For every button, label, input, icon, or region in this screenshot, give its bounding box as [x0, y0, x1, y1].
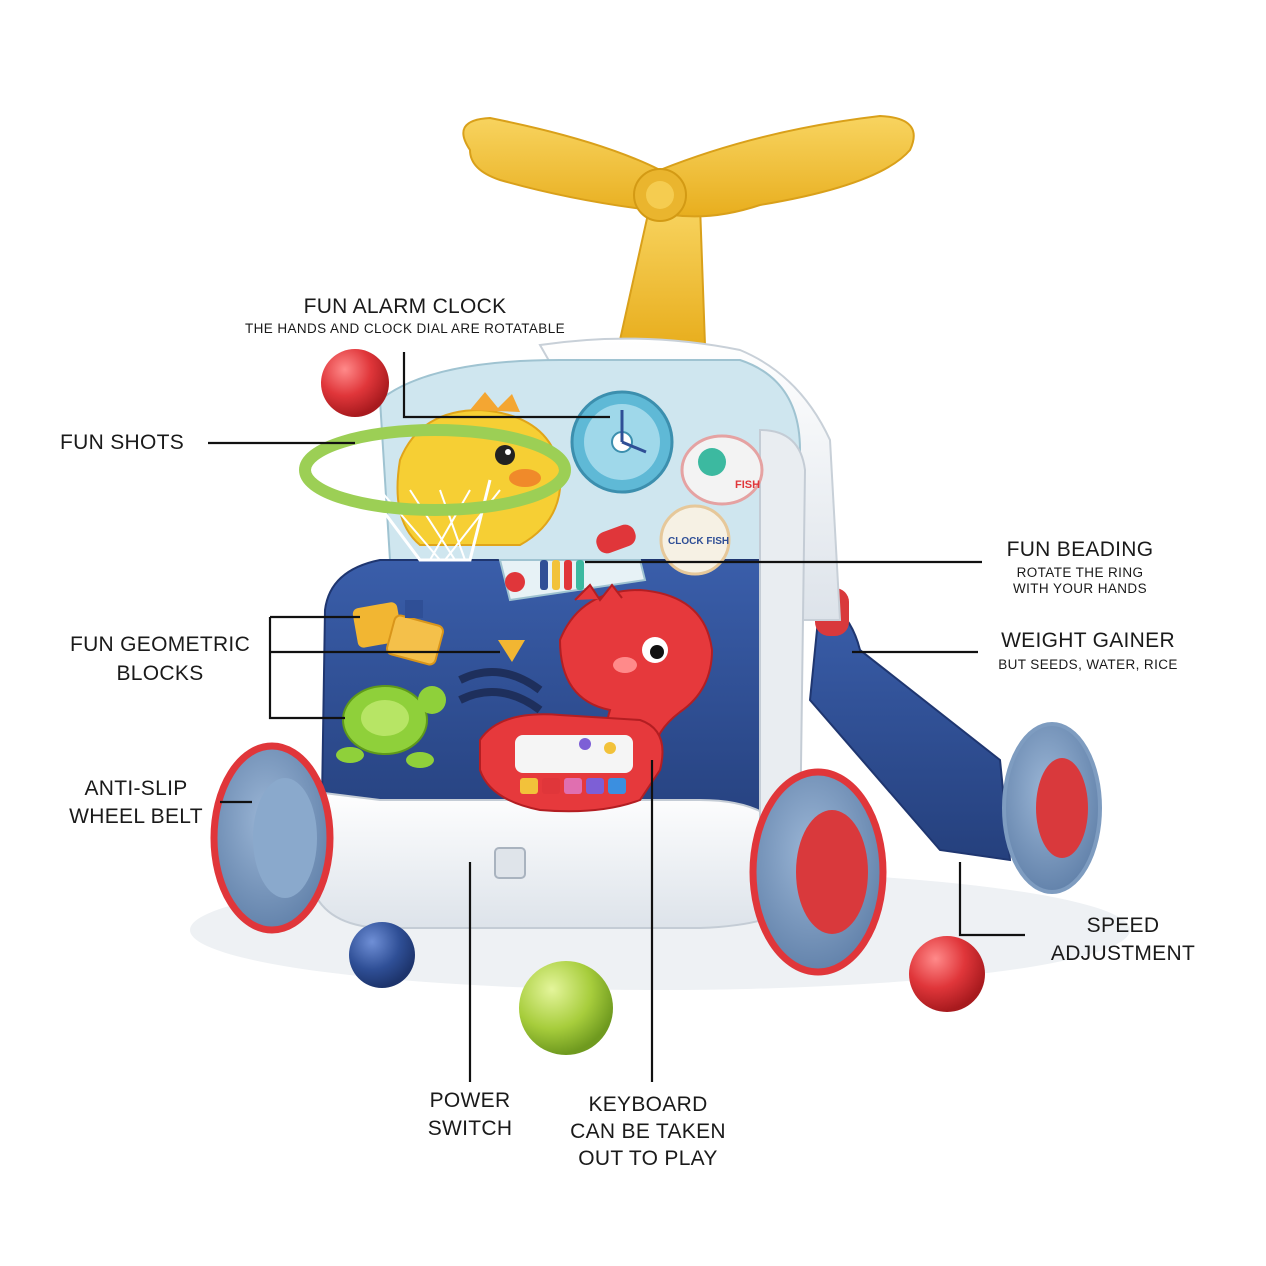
turtle-toy	[336, 685, 446, 768]
front-left-wheel	[210, 742, 334, 934]
rear-right-wheel	[1002, 722, 1102, 894]
power-switch-slot	[494, 847, 526, 879]
side-post	[759, 428, 807, 862]
callout-speed-adjustment: SPEED ADJUSTMENT	[1030, 913, 1216, 966]
callout-note: WITH YOUR HANDS	[1012, 581, 1147, 597]
alarm-clock-dial	[570, 390, 674, 494]
callout-title: SPEED	[1086, 914, 1160, 937]
callout-title: FUN GEOMETRIC	[69, 633, 251, 656]
callout-title: POWER	[429, 1089, 511, 1112]
flying-red-ball	[321, 349, 389, 417]
clock-fish-sticker: CLOCK FISH	[659, 504, 731, 576]
blue-ball	[349, 922, 415, 988]
bead-rail	[498, 524, 647, 602]
callout-title: WHEEL BELT	[69, 805, 203, 829]
callout-title: FUN SHOTS	[60, 431, 185, 454]
callout-fun-geometric-blocks: FUN GEOMETRIC BLOCKS	[55, 632, 265, 686]
callout-title: WEIGHT GAINER	[1001, 629, 1175, 652]
callout-keyboard: KEYBOARD CAN BE TAKEN OUT TO PLAY	[555, 1092, 741, 1172]
callout-note: BUT SEEDS, WATER, RICE	[998, 657, 1178, 673]
keyboard-toy	[479, 713, 664, 813]
callout-note: THE HANDS AND CLOCK DIAL ARE ROTATABLE	[244, 321, 566, 337]
callout-title: CAN BE TAKEN	[570, 1120, 726, 1144]
callout-fun-shots: FUN SHOTS	[60, 430, 210, 455]
front-right-wheel	[749, 768, 887, 976]
callout-title: OUT TO PLAY	[578, 1147, 718, 1171]
callout-note: ROTATE THE RING	[1016, 565, 1144, 581]
callout-title: SWITCH	[427, 1117, 513, 1141]
green-ball	[519, 961, 613, 1055]
callout-title: ANTI-SLIP	[84, 777, 188, 800]
callout-title: FUN BEADING	[1006, 538, 1154, 561]
basketball-hoop	[299, 424, 571, 562]
fish-sticker: FISH	[680, 434, 764, 506]
svg-text:CLOCK FISH: CLOCK FISH	[668, 536, 729, 547]
callout-title: ADJUSTMENT	[1050, 942, 1196, 966]
seahorse-toy	[558, 583, 714, 772]
callout-title: KEYBOARD	[588, 1093, 708, 1116]
callout-title: BLOCKS	[116, 662, 204, 686]
callout-anti-slip-wheel-belt: ANTI-SLIP WHEEL BELT	[52, 776, 220, 829]
leader-lines	[208, 352, 1025, 1082]
red-ball	[909, 936, 985, 1012]
callout-weight-gainer: WEIGHT GAINER BUT SEEDS, WATER, RICE	[978, 628, 1198, 673]
callout-fun-alarm-clock: FUN ALARM CLOCK THE HANDS AND CLOCK DIAL…	[214, 294, 596, 337]
callout-fun-beading: FUN BEADING ROTATE THE RING WITH YOUR HA…	[980, 537, 1180, 598]
callout-power-switch: POWER SWITCH	[405, 1088, 535, 1141]
svg-text:FISH: FISH	[735, 479, 760, 491]
callout-title: FUN ALARM CLOCK	[303, 295, 507, 318]
walker-handle	[462, 114, 915, 347]
